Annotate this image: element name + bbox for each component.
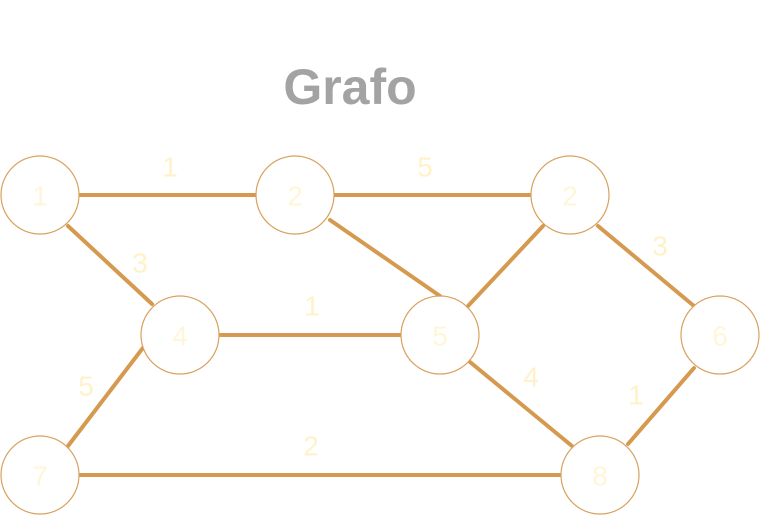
edge-labels-layer: 1 5 3 3 1 5 4 1 2 bbox=[78, 152, 668, 462]
node-circle bbox=[560, 435, 640, 515]
edge-weight-label: 1 bbox=[304, 291, 320, 322]
edge-weight-label: 2 bbox=[303, 431, 319, 462]
diagram-title: Grafo bbox=[283, 59, 417, 115]
node-circle bbox=[0, 435, 80, 515]
node-circle bbox=[680, 295, 760, 375]
node-label: 1 bbox=[32, 181, 48, 212]
graph-node: 2 bbox=[255, 155, 335, 235]
edge-weight-label: 4 bbox=[523, 362, 539, 393]
node-circle bbox=[0, 155, 80, 235]
edge-weight-label: 1 bbox=[162, 152, 178, 183]
node-label: 4 bbox=[172, 321, 188, 352]
graph-node: 6 bbox=[680, 295, 760, 375]
node-label: 2 bbox=[287, 181, 303, 212]
node-label: 5 bbox=[432, 321, 448, 352]
edge-e-h bbox=[468, 360, 574, 448]
node-label: 7 bbox=[32, 461, 48, 492]
node-circle bbox=[530, 155, 610, 235]
graph-node: 8 bbox=[560, 435, 640, 515]
edge-d-g bbox=[66, 334, 154, 448]
edge-c-f bbox=[596, 224, 696, 308]
node-circle bbox=[140, 295, 220, 375]
edge-b-e bbox=[328, 218, 442, 298]
node-circle bbox=[400, 295, 480, 375]
edge-weight-label: 3 bbox=[132, 248, 148, 279]
graph-node: 4 bbox=[140, 295, 220, 375]
graph-node: 5 bbox=[400, 295, 480, 375]
edges-layer bbox=[66, 193, 696, 477]
edge-f-h bbox=[626, 366, 696, 446]
nodes-layer: 1 2 2 4 5 6 7 8 bbox=[0, 155, 760, 515]
edge-c-e bbox=[466, 224, 545, 308]
edge-weight-label: 1 bbox=[628, 380, 644, 411]
graph-node: 2 bbox=[530, 155, 610, 235]
node-label: 8 bbox=[592, 461, 608, 492]
edge-weight-label: 5 bbox=[417, 152, 433, 183]
node-label: 6 bbox=[712, 321, 728, 352]
edge-weight-label: 5 bbox=[78, 371, 94, 402]
edge-a-d bbox=[66, 224, 154, 306]
node-label: 2 bbox=[562, 181, 578, 212]
graph-node: 1 bbox=[0, 155, 80, 235]
edge-weight-label: 3 bbox=[652, 231, 668, 262]
node-circle bbox=[255, 155, 335, 235]
graph-node: 7 bbox=[0, 435, 80, 515]
